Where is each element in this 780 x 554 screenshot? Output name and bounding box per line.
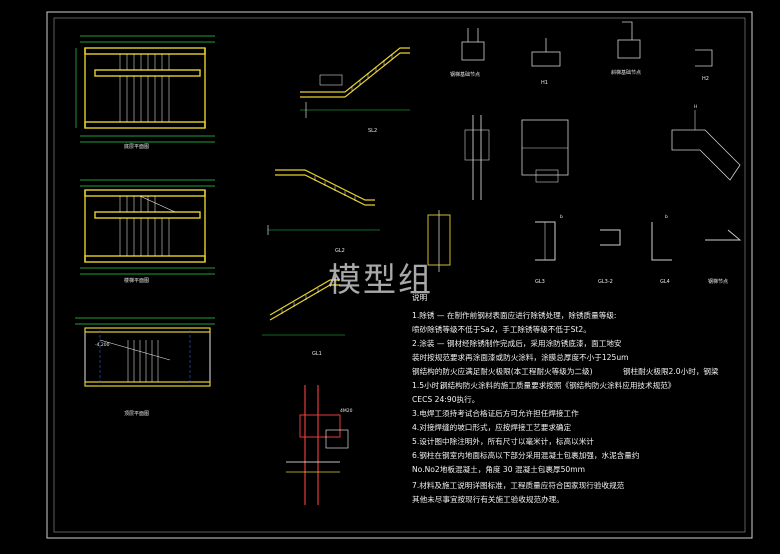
note-line-13: 7.材料及施工说明详图标准，工程质量应符合国家现行验收规范	[412, 480, 625, 490]
dim-b1: b	[560, 214, 563, 220]
sec-top-caption: SL2	[368, 128, 377, 134]
det-k-caption: 钢梯节点	[708, 278, 728, 285]
plan3-caption: 顶层平面图	[124, 411, 149, 417]
stair-section-sl2: SL2	[300, 47, 410, 134]
note-line-10: 5.设计图中除注明外，所有尺寸以毫米计，标高以米计	[412, 436, 594, 446]
note-line-1: 喷砂除锈等级不低于Sa2，手工除锈等级不低于St2。	[412, 324, 591, 334]
steel-profiles: GL3 b GL3-2 b GL4 钢梯节点	[427, 210, 742, 285]
stair-section-gl2: GL2	[267, 169, 380, 254]
det-c-caption: 斜梯基础节点	[611, 69, 641, 76]
dim-b2: b	[665, 214, 668, 220]
column-detail: 4M20	[286, 385, 353, 505]
stair-plan-2: 楼梯平面图	[80, 179, 215, 284]
note-line-6: 钢结构防火涂料的施工质量要求按照《钢结构防火涂料应用技术规范》	[440, 380, 675, 390]
node-details: 钢梯基础节点 H1 斜梯基础节点 H2 H	[450, 21, 741, 200]
plan2-caption: 楼梯平面图	[124, 277, 149, 284]
bolt-tag: 4M20	[340, 408, 353, 414]
note-line-7: CECS 24:90执行。	[412, 394, 479, 404]
note-line-12: No.No2地板混凝土，角度 30 混凝土包裹厚50mm	[412, 464, 585, 474]
note-line-9: 4.对接焊缝的坡口形式，应按焊接工艺要求确定	[412, 422, 572, 432]
sec-bot-caption: GL1	[312, 351, 322, 357]
notes-heading: 说明	[412, 292, 428, 302]
note-line-4: 钢结构的防火应满足耐火极限(本工程耐火等级为二级)	[412, 366, 593, 376]
det-gl4-caption: GL4	[660, 279, 670, 285]
stair-section-gl1: GL1	[262, 279, 345, 357]
note-line-8: 3.电焊工须持考试合格证后方可允许担任焊接工作	[412, 408, 579, 418]
plan1-caption: 底层平面图	[124, 143, 149, 150]
note-line-3: 装时按规范要求再涂面漆或防火涂料，涂膜总厚度不小于125um	[412, 352, 629, 362]
elevation-tag: -4.200	[95, 342, 110, 348]
note-side: 钢柱耐火极限2.0小时，钢梁	[623, 366, 719, 376]
watermark: 模型组	[328, 260, 433, 299]
det-gl3-caption: GL3	[535, 279, 545, 285]
sec-mid-caption: GL2	[335, 248, 345, 254]
stair-plan-1: 底层平面图	[75, 35, 215, 150]
design-notes: 说明 1.除锈 — 在制作前钢材表面应进行除锈处理，除锈质量等级: 喷砂除锈等级…	[412, 292, 719, 504]
note-line-0: 1.除锈 — 在制作前钢材表面应进行除锈处理，除锈质量等级:	[412, 310, 616, 320]
outer-frame	[46, 11, 753, 539]
det-a-caption: 钢梯基础节点	[450, 71, 480, 78]
det-d-caption: H2	[702, 76, 709, 82]
note-line-5: 1.5小时，	[412, 380, 447, 390]
stair-plan-3: -4.200 顶层平面图	[75, 317, 215, 417]
note-line-14: 其他未尽事宜按现行有关施工验收规范办理。	[412, 494, 564, 504]
note-line-11: 6.钢柱在钢室内地面标高以下部分采用混凝土包裹加强，水泥含量约	[412, 450, 639, 460]
det-b-caption: H1	[541, 80, 548, 86]
inner-frame	[53, 17, 746, 533]
note-line-2: 2.涂装 — 钢材经除锈制作完成后，采用涂防锈底漆，面工地安	[412, 338, 622, 348]
det-gl3b-caption: GL3-2	[598, 279, 613, 285]
dim-h: H	[694, 104, 697, 110]
